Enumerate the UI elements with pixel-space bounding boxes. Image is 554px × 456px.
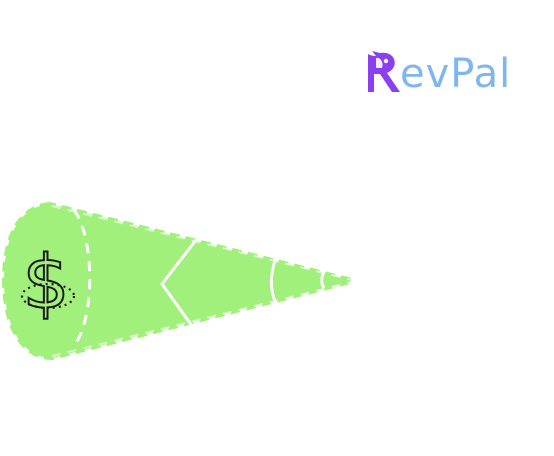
cone-rim — [72, 209, 92, 347]
brand-logo: evPal — [362, 48, 542, 98]
cone-body — [1, 201, 356, 361]
r-bird-logo-icon — [368, 51, 400, 92]
cone-segment-2 — [320, 271, 326, 289]
dollar-sign-icon: $ — [22, 240, 69, 326]
cone-edge-top — [51, 205, 353, 281]
coin-dotted-ellipse — [20, 282, 76, 310]
cone-chevron — [160, 239, 198, 327]
brand-name-rest: evPal — [400, 51, 512, 97]
brand-name: evPal — [400, 52, 511, 96]
money-cone-icon: $ — [1, 201, 356, 361]
cone-edge-bottom — [51, 281, 353, 357]
cone-segment-1 — [270, 257, 278, 305]
